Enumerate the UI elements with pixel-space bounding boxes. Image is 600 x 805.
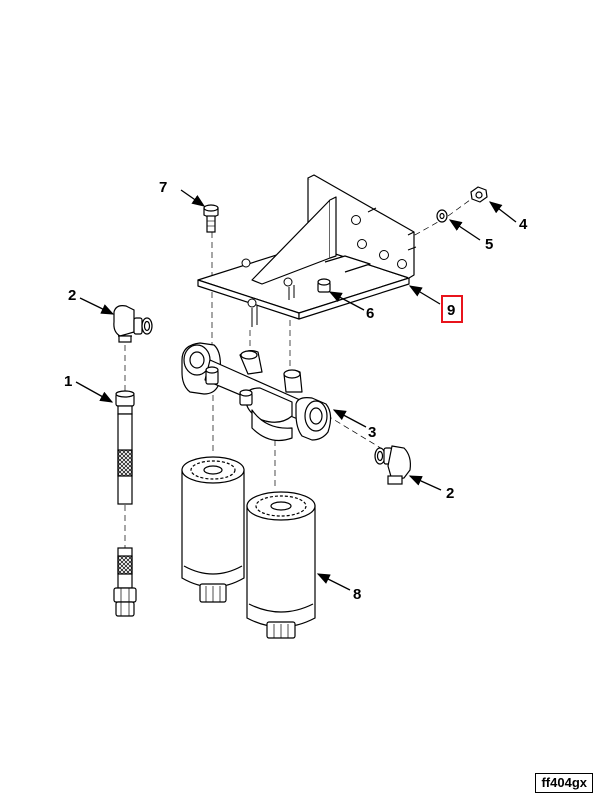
callout-7: 7: [159, 179, 167, 196]
figure-id-label: ff404gx: [535, 773, 593, 793]
callout-6: 6: [366, 305, 374, 322]
leader-arrow-2-left: [79, 297, 115, 315]
callout-9-highlight-box: [441, 295, 463, 323]
callout-1: 1: [64, 373, 72, 390]
leader-arrow-8: [316, 573, 351, 591]
leader-arrow-9: [408, 285, 441, 305]
cap-screw: [203, 204, 219, 233]
hex-nut: [470, 186, 488, 203]
filter-canister-rear: [181, 456, 245, 603]
filter-head: [181, 342, 332, 441]
leader-arrow-6: [328, 291, 365, 311]
leader-arrow-7: [180, 189, 206, 207]
callout-2-right: 2: [446, 485, 454, 502]
callout-2-left: 2: [68, 287, 76, 304]
pipe-plug: [317, 278, 331, 293]
leader-arrow-5: [448, 219, 481, 241]
callout-4: 4: [519, 216, 528, 233]
elbow-fitting-right: [374, 445, 411, 485]
fuel-hose: [113, 390, 137, 617]
filter-canister-front: [246, 491, 316, 639]
elbow-fitting-left: [113, 305, 153, 343]
callout-5: 5: [485, 236, 493, 253]
callout-9: 9: [447, 302, 455, 319]
leader-arrow-3: [332, 409, 367, 428]
leader-arrow-2-right: [408, 475, 442, 491]
callout-3: 3: [368, 424, 376, 441]
mounting-bracket: [197, 174, 417, 327]
callout-8: 8: [353, 586, 361, 603]
flat-washer: [436, 209, 448, 223]
leader-arrow-4: [488, 201, 517, 223]
callout-leaders: [75, 189, 517, 591]
leader-arrow-1: [75, 381, 114, 403]
